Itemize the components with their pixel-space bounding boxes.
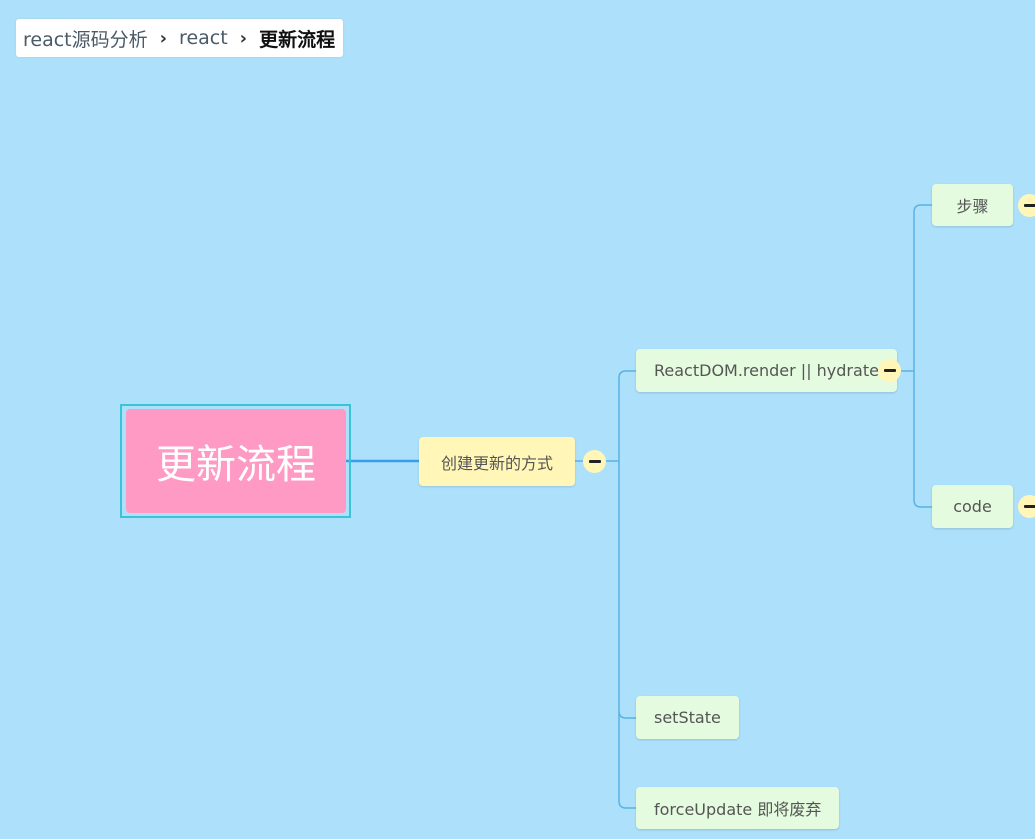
connector-level1-branches [605, 370, 636, 809]
breadcrumb: react源码分析 › react › 更新流程 [16, 19, 344, 57]
node-create-update-methods[interactable]: 创建更新的方式 [419, 437, 575, 486]
node-forceupdate[interactable]: forceUpdate 即将废弃 [636, 787, 840, 829]
breadcrumb-item-react[interactable]: react [179, 27, 228, 49]
root-node-selection-outline [120, 404, 351, 518]
collapse-toggle-reactdom-render[interactable] [878, 359, 901, 382]
collapse-toggle-steps[interactable] [1018, 194, 1035, 217]
node-code[interactable]: code [932, 485, 1013, 528]
collapse-toggle-create-update[interactable] [583, 450, 606, 473]
node-steps[interactable]: 步骤 [932, 184, 1013, 226]
chevron-right-icon: › [239, 27, 248, 49]
node-reactdom-render[interactable]: ReactDOM.render || hydrate [636, 349, 897, 392]
connector-render-branches [901, 204, 932, 508]
breadcrumb-current: 更新流程 [259, 28, 336, 51]
chevron-right-icon: › [159, 27, 168, 49]
collapse-toggle-code[interactable] [1018, 495, 1035, 518]
node-setstate[interactable]: setState [636, 696, 739, 739]
breadcrumb-item-react-source[interactable]: react源码分析 [23, 28, 148, 51]
root-node[interactable]: 更新流程 [126, 409, 346, 513]
